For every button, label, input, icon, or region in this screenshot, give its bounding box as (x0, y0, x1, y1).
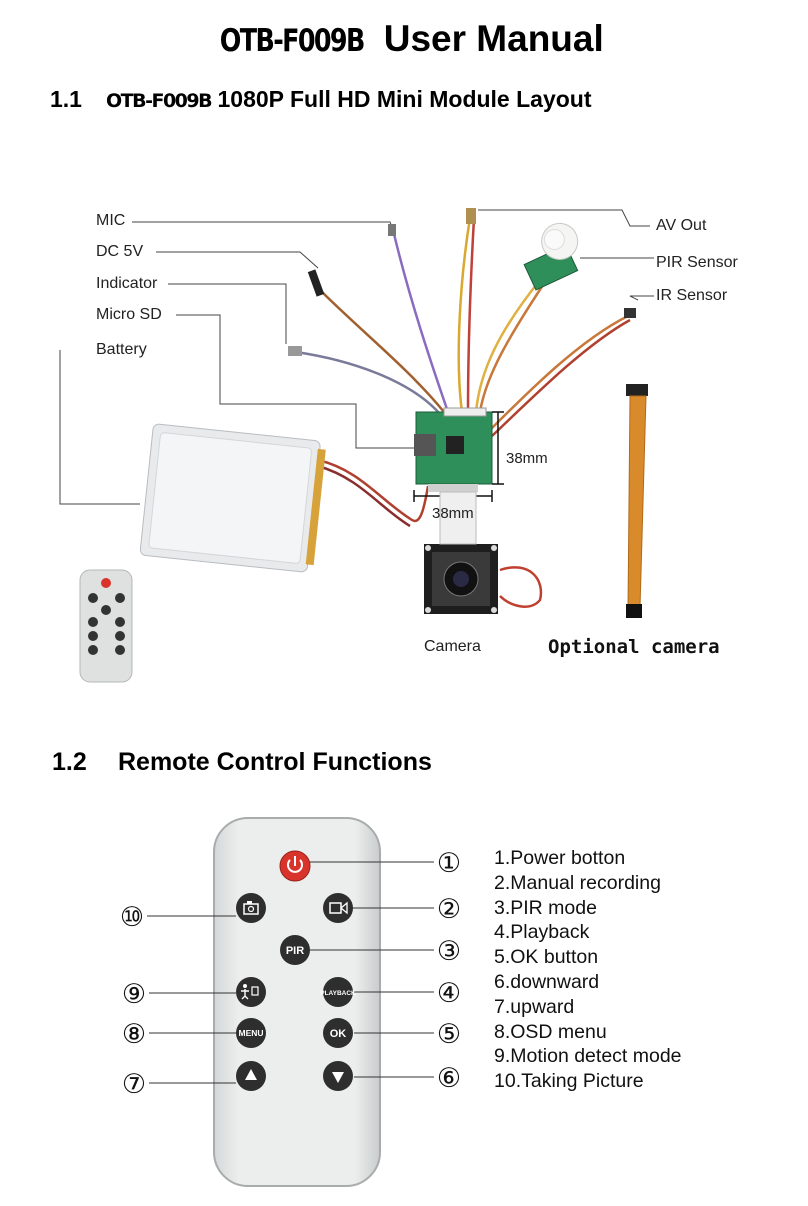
down-arrow-icon (332, 1072, 344, 1083)
ir-plug (624, 308, 636, 318)
label-optional-camera: Optional camera (548, 636, 720, 658)
function-item: 9.Motion detect mode (494, 1045, 682, 1068)
optional-camera-connector (626, 384, 648, 396)
wire-battery (317, 458, 430, 523)
function-item: 6.downward (494, 970, 600, 993)
label-indicator: Indicator (96, 275, 158, 292)
wire-pir1 (474, 279, 541, 413)
wire-camera (499, 566, 543, 608)
wire-ir1 (489, 314, 629, 431)
label-camera: Camera (424, 638, 481, 655)
function-item: 1.Power botton (494, 847, 626, 869)
label-micro-sd: Micro SD (96, 306, 162, 323)
wire-indicator (295, 350, 441, 415)
callout-9: ⑨ (122, 979, 146, 1010)
pir-sensor-board (523, 222, 579, 291)
ok-button (323, 1018, 353, 1048)
function-item: 7.upward (494, 995, 575, 1018)
av-jack (466, 208, 476, 224)
mic-connector (388, 224, 396, 236)
pcb-sd-slot (414, 434, 436, 456)
optional-camera-head (626, 604, 642, 618)
function-item: 8.OSD menu (494, 1020, 607, 1043)
section-title: 1080P Full HD Mini Module Layout (217, 86, 592, 112)
callout-3: ③ (437, 936, 461, 967)
label-av-out: AV Out (656, 217, 707, 234)
pcb-chip (446, 436, 464, 454)
label-dc-5v: DC 5V (96, 243, 144, 260)
callout-8: ⑧ (122, 1019, 146, 1050)
wire-battery2 (317, 464, 411, 528)
callout-4: ④ (437, 978, 461, 1009)
label-dim-width: 38mm (432, 505, 474, 522)
leader-dc (156, 251, 319, 269)
wire-dc (319, 289, 445, 413)
wire-ir2 (491, 318, 631, 437)
menu-button-label: MENU (238, 1028, 263, 1038)
label-ir-sensor: IR Sensor (656, 287, 728, 304)
callout-7: ⑦ (122, 1069, 146, 1100)
section-heading-layout: 1.1 OTB-F009B 1080P Full HD Mini Module L… (50, 86, 592, 113)
function-item: 2.Manual recording (494, 871, 661, 894)
wire-pir2 (478, 281, 547, 413)
function-item: 10.Taking Picture (494, 1070, 644, 1093)
section-number: 1.2 (52, 748, 87, 776)
manual-record-button (323, 893, 353, 923)
section-title: Remote Control Functions (118, 748, 432, 776)
callout-2: ② (437, 894, 461, 925)
callout-5: ⑤ (437, 1019, 461, 1050)
leader-av (478, 209, 650, 227)
wire-av1 (457, 217, 472, 413)
playback-button (323, 977, 353, 1007)
motion-icon (243, 984, 247, 988)
leader-battery (59, 350, 140, 505)
function-item: 5.OK button (494, 946, 599, 969)
callout-1: ① (437, 848, 461, 879)
section-heading-remote: 1.2 Remote Control Functions (52, 748, 432, 777)
section-number: 1.1 (50, 86, 82, 112)
menu-button (236, 1018, 266, 1048)
indicator-plug (288, 346, 302, 356)
battery-pack (139, 423, 326, 573)
leader-microsd (176, 314, 416, 449)
page-title: OTB-F009B User Manual (0, 18, 808, 60)
function-list: 1.Power botton 2.Manual recording 3.PIR … (494, 846, 682, 1094)
title-text: User Manual (383, 18, 604, 59)
label-dim-height: 38mm (506, 450, 548, 467)
leader-ir (629, 295, 654, 301)
playback-button-label: PLAYBACK (320, 990, 356, 997)
take-picture-button (236, 893, 266, 923)
title-model: OTB-F009B (220, 23, 366, 59)
callout-6: ⑥ (437, 1063, 461, 1094)
small-remote (79, 569, 133, 683)
section-model: OTB-F009B (106, 90, 213, 112)
dc-plug (307, 269, 325, 297)
pcb-header (443, 407, 487, 417)
label-pir-sensor: PIR Sensor (656, 254, 738, 271)
wire-av2 (466, 217, 476, 413)
function-item: 3.PIR mode (494, 896, 597, 919)
motion-detect-button (236, 977, 266, 1007)
pcb-ribbon (428, 484, 478, 492)
label-battery: Battery (96, 341, 147, 358)
callout-10: ⑩ (120, 902, 144, 933)
label-mic: MIC (96, 212, 126, 229)
leader-indicator (168, 283, 287, 344)
up-arrow-icon (245, 1069, 257, 1080)
wire-mic (392, 233, 450, 413)
pir-button (280, 935, 310, 965)
camera-ribbon (439, 491, 477, 545)
ok-button-label: OK (330, 1028, 347, 1040)
pir-button-label: PIR (286, 945, 304, 957)
power-icon (287, 859, 303, 873)
function-item: 4.Playback (494, 921, 590, 944)
